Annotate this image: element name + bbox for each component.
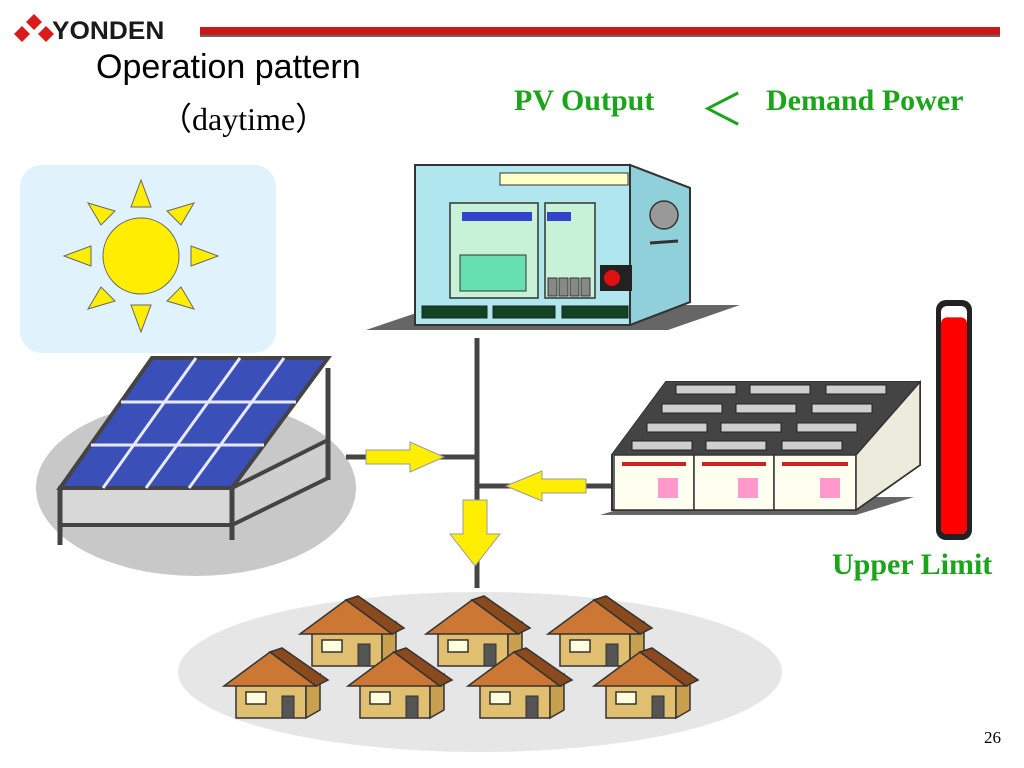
less-than-operator: ＜ <box>700 85 744 136</box>
battery-bank-icon <box>600 380 921 515</box>
house-icon <box>591 647 700 720</box>
power-conditioner-icon <box>366 163 740 330</box>
sun-icon <box>62 178 220 334</box>
upper-limit-label: Upper Limit <box>832 548 993 581</box>
house-icon <box>345 647 454 720</box>
flow-arrow-houses <box>448 499 502 567</box>
pv-output-label: PV Output <box>514 84 655 117</box>
header-divider <box>200 27 1000 35</box>
house-icon <box>423 595 532 668</box>
page-number: 26 <box>984 728 1001 747</box>
house-icon <box>221 647 330 720</box>
gauge-fill <box>941 317 967 534</box>
demand-power-label: Demand Power <box>766 84 964 117</box>
header-divider-shadow <box>200 35 1000 37</box>
yonden-logo-text: YONDEN <box>52 17 165 45</box>
battery-level-gauge <box>936 300 972 540</box>
flow-arrow-solar <box>365 441 446 473</box>
house-icon <box>545 595 654 668</box>
solar-panel-icon <box>36 356 356 576</box>
flow-arrow-battery <box>504 470 587 502</box>
page-title: Operation pattern <box>96 48 361 86</box>
yonden-logo-icon <box>14 14 54 42</box>
houses-group <box>178 592 782 752</box>
house-icon <box>465 647 574 720</box>
page-subtitle: （daytime） <box>160 101 328 137</box>
